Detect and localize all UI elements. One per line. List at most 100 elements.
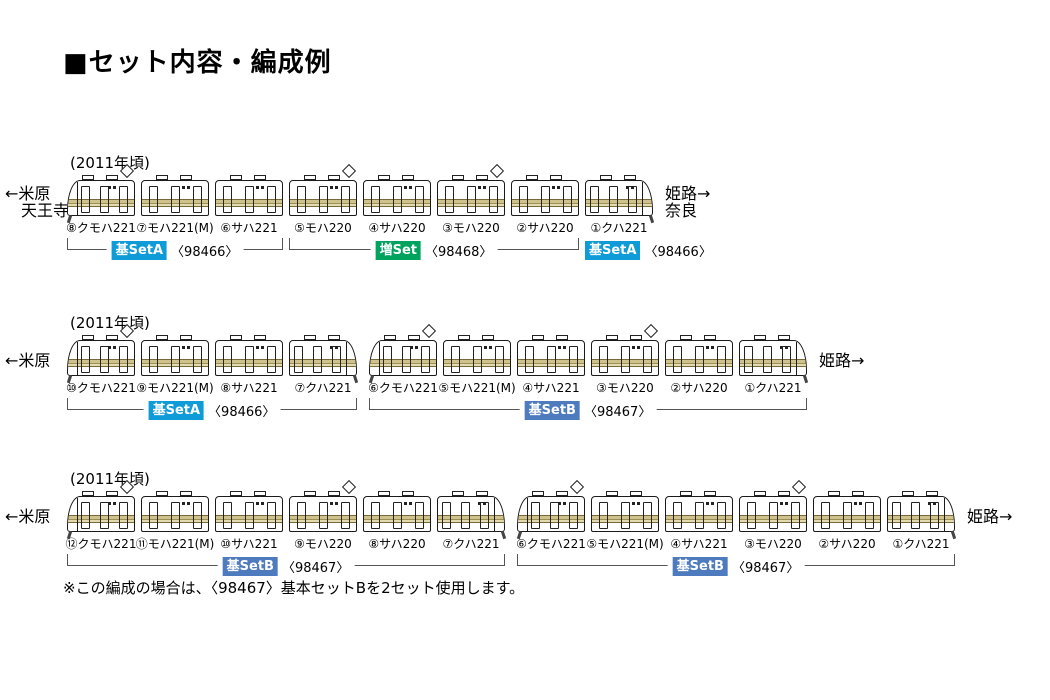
car-door xyxy=(747,502,756,529)
roof-vent-icon xyxy=(926,491,938,496)
set-badge: 基SetA xyxy=(148,401,205,420)
windshield-line xyxy=(493,498,495,531)
set-label: 基SetB〈98467〉 xyxy=(667,557,805,576)
windshield-line xyxy=(943,498,945,531)
car-body xyxy=(215,340,283,376)
roof-vent-icon xyxy=(458,335,470,340)
window-dots xyxy=(256,186,259,189)
train-car xyxy=(591,491,659,532)
car-body xyxy=(517,496,585,532)
car-body xyxy=(289,496,357,532)
roof-vent-icon xyxy=(156,175,168,180)
page-title: ■セット内容・編成例 xyxy=(63,48,332,78)
livery-band xyxy=(290,515,356,523)
car-door xyxy=(149,502,158,529)
roof-vent-icon xyxy=(230,175,242,180)
window-dots xyxy=(330,502,333,505)
livery-band xyxy=(666,359,732,367)
window-dots xyxy=(558,346,561,349)
train-car xyxy=(739,335,808,384)
set-label: 基SetA〈98466〉 xyxy=(585,241,717,260)
pantograph-icon xyxy=(341,163,357,179)
car-body xyxy=(591,340,659,376)
car-label: ⑩サハ221 xyxy=(220,537,278,551)
car-label: ②サハ220 xyxy=(670,381,728,395)
car-door xyxy=(415,502,424,529)
car-label: ⑧クモハ221 xyxy=(66,221,136,235)
train-car xyxy=(813,491,881,532)
roof-vent-icon xyxy=(328,491,340,496)
car-door xyxy=(744,346,753,373)
livery-band xyxy=(216,199,282,207)
windshield-line xyxy=(527,498,529,531)
car-door xyxy=(81,186,90,213)
roof-vent-icon xyxy=(180,335,192,340)
roof-vent-icon xyxy=(532,491,544,496)
destination-text: ←米原 xyxy=(5,351,51,370)
car-door xyxy=(489,186,498,213)
car-door xyxy=(673,502,682,529)
car-body xyxy=(289,340,357,376)
car-door xyxy=(628,186,637,213)
set-code: 〈98468〉 xyxy=(425,245,493,260)
car-door xyxy=(525,346,534,373)
car-door xyxy=(695,502,704,529)
roof-vent-icon xyxy=(378,175,390,180)
train-car xyxy=(141,175,209,216)
car-label: ⑥クモハ221 xyxy=(516,537,586,551)
roof-vent-icon xyxy=(902,491,914,496)
car-door xyxy=(267,186,276,213)
roof-vent-icon xyxy=(156,491,168,496)
livery-band xyxy=(68,199,134,207)
left-destination: ←米原 xyxy=(5,352,50,369)
livery-band xyxy=(814,515,880,523)
train xyxy=(66,479,956,540)
car-door xyxy=(550,502,559,529)
car-door xyxy=(100,502,109,529)
car-door xyxy=(569,346,578,373)
windshield-line xyxy=(379,342,381,375)
car-label: ①クハ221 xyxy=(590,221,648,235)
windshield-line xyxy=(77,498,79,531)
livery-band xyxy=(290,359,356,367)
livery-band xyxy=(68,515,134,523)
car-door xyxy=(341,502,350,529)
roof-vent-icon xyxy=(852,491,864,496)
pantograph-icon xyxy=(569,479,585,495)
set-badge: 基SetB xyxy=(222,557,278,576)
car-label: ⑥サハ221 xyxy=(220,221,278,235)
car-door xyxy=(911,502,920,529)
livery-band xyxy=(518,359,584,367)
roof-vent-icon xyxy=(230,491,242,496)
roof-vent-icon xyxy=(600,175,612,180)
car-body xyxy=(443,340,511,376)
set-badge: 基SetB xyxy=(524,401,580,420)
car-body xyxy=(517,340,585,376)
car-body xyxy=(369,340,437,376)
car-body xyxy=(215,180,283,216)
window-dots xyxy=(256,346,259,349)
roof-vent-icon xyxy=(304,335,316,340)
roof-vent-icon xyxy=(556,491,568,496)
right-destination: 姫路→ xyxy=(819,352,864,369)
livery-band xyxy=(888,515,954,523)
car-door xyxy=(791,502,800,529)
set-bracket: 基SetA〈98466〉 xyxy=(67,398,357,420)
train-car xyxy=(289,163,357,216)
right-destination: 姫路→ xyxy=(967,508,1012,525)
livery-band xyxy=(740,515,806,523)
car-door xyxy=(223,186,232,213)
livery-band xyxy=(666,515,732,523)
train-car xyxy=(66,479,135,540)
car-door xyxy=(81,346,90,373)
windshield-line xyxy=(795,342,797,375)
car-door xyxy=(193,346,202,373)
car-door xyxy=(473,346,482,373)
train-car xyxy=(516,479,585,540)
car-door xyxy=(297,186,306,213)
car-body xyxy=(739,340,807,376)
car-door xyxy=(495,346,504,373)
